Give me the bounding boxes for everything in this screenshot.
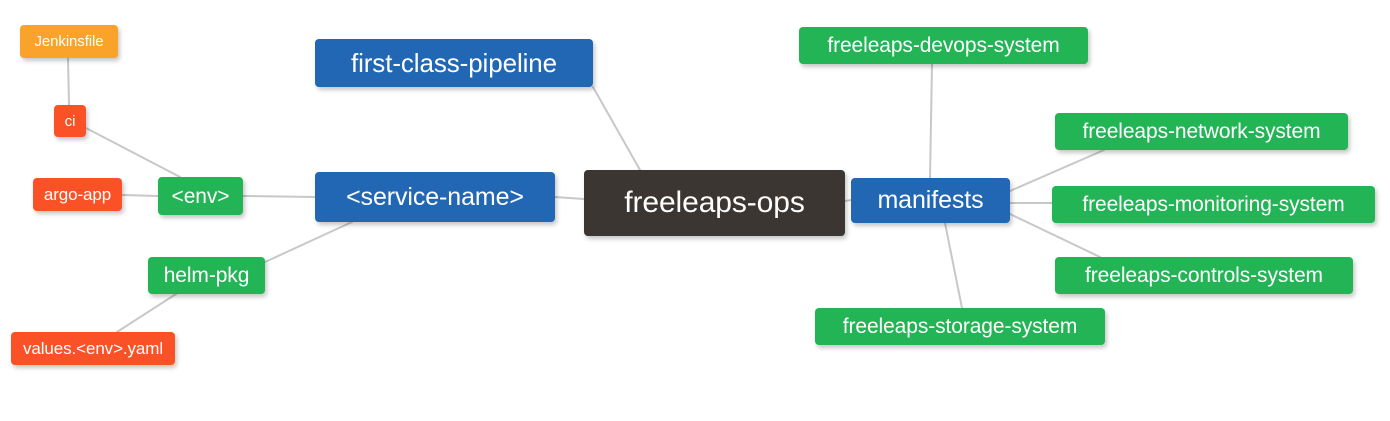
node-service-name[interactable]: <service-name> — [315, 172, 555, 222]
edge-manifests-to-freeleaps-devops-system — [929, 63, 933, 179]
edge-service-name-to-helm-pkg — [264, 221, 353, 263]
node-env[interactable]: <env> — [158, 177, 243, 215]
edge-freeleaps-ops-to-service-name — [554, 196, 585, 200]
node-freeleaps-storage-system[interactable]: freeleaps-storage-system — [815, 308, 1105, 345]
node-helm-pkg[interactable]: helm-pkg — [148, 257, 265, 294]
edge-freeleaps-ops-to-first-class-pipeline — [592, 86, 641, 171]
node-freeleaps-ops[interactable]: freeleaps-ops — [584, 170, 845, 236]
edge-env-to-argo-app — [121, 194, 159, 197]
node-ci[interactable]: ci — [54, 105, 86, 137]
node-first-class-pipeline[interactable]: first-class-pipeline — [315, 39, 593, 87]
node-freeleaps-monitoring-system[interactable]: freeleaps-monitoring-system — [1052, 186, 1375, 223]
node-argo-app[interactable]: argo-app — [33, 178, 122, 211]
node-freeleaps-controls-system[interactable]: freeleaps-controls-system — [1055, 257, 1353, 294]
node-jenkinsfile[interactable]: Jenkinsfile — [20, 25, 118, 58]
edge-helm-pkg-to-values-env-yaml — [116, 293, 177, 333]
node-freeleaps-network-system[interactable]: freeleaps-network-system — [1055, 113, 1348, 150]
edge-manifests-to-freeleaps-network-system — [1009, 149, 1105, 192]
node-values-env-yaml[interactable]: values.<env>.yaml — [11, 332, 175, 365]
edge-ci-to-jenkinsfile — [67, 57, 70, 106]
edge-manifests-to-freeleaps-storage-system — [944, 222, 963, 309]
node-manifests[interactable]: manifests — [851, 178, 1010, 223]
edge-env-to-ci — [85, 127, 181, 178]
edge-service-name-to-env — [242, 195, 316, 198]
node-freeleaps-devops-system[interactable]: freeleaps-devops-system — [799, 27, 1088, 64]
